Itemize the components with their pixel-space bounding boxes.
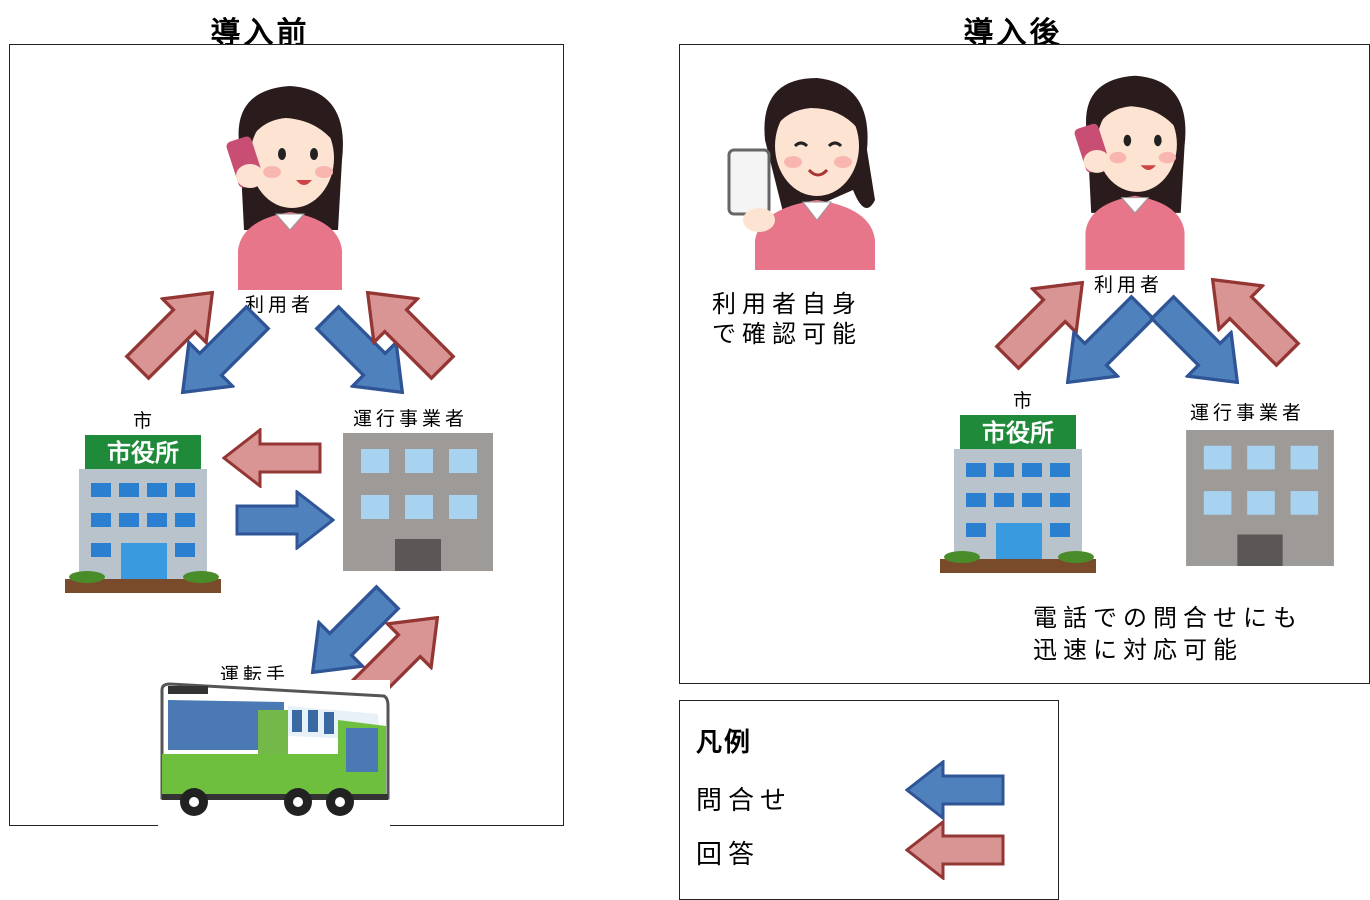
user-on-phone-illustration bbox=[226, 86, 343, 290]
inquiry-arrow-city-to-operator bbox=[235, 490, 335, 550]
inquiry-arrow-user-to-city bbox=[159, 294, 281, 416]
legend-answer-arrow bbox=[905, 820, 1005, 880]
operator-building-illustration bbox=[343, 433, 493, 571]
before-operator-label: 運行事業者 bbox=[353, 408, 469, 430]
after-operator-label: 運行事業者 bbox=[1190, 402, 1306, 424]
phone-note-line2: 迅速に対応可能 bbox=[1033, 636, 1243, 664]
before-city-sign: 市役所 bbox=[107, 439, 179, 467]
self-check-note-line1: 利用者自身 bbox=[712, 290, 862, 318]
legend-inquiry-label: 問合せ bbox=[696, 786, 793, 816]
before-user-label: 利用者 bbox=[245, 294, 315, 316]
legend-title: 凡例 bbox=[696, 728, 753, 758]
phone-note-line1: 電話での問合せにも bbox=[1033, 604, 1303, 632]
operator-building-illustration-after bbox=[1186, 430, 1334, 566]
after-city-label: 市 bbox=[1013, 390, 1037, 412]
user-with-smartphone-illustration bbox=[727, 78, 875, 270]
self-check-note-line2: で確認可能 bbox=[712, 320, 862, 348]
legend-inquiry-arrow bbox=[905, 760, 1005, 820]
city-hall-illustration: 市役所 bbox=[65, 435, 221, 593]
user-on-phone-illustration-after bbox=[1074, 75, 1186, 270]
after-user-label: 利用者 bbox=[1094, 274, 1164, 296]
city-hall-illustration-after: 市役所 bbox=[940, 415, 1096, 573]
answer-arrow-operator-to-user-after bbox=[1189, 256, 1311, 378]
legend-answer-label: 回答 bbox=[696, 840, 761, 870]
answer-arrow-operator-to-city bbox=[222, 428, 322, 488]
bus-illustration bbox=[158, 680, 390, 828]
before-city-label: 市 bbox=[133, 410, 157, 432]
inquiry-arrow-user-to-city-after bbox=[1044, 284, 1166, 406]
answer-arrow-operator-to-user bbox=[344, 269, 466, 391]
after-city-sign: 市役所 bbox=[982, 419, 1054, 447]
